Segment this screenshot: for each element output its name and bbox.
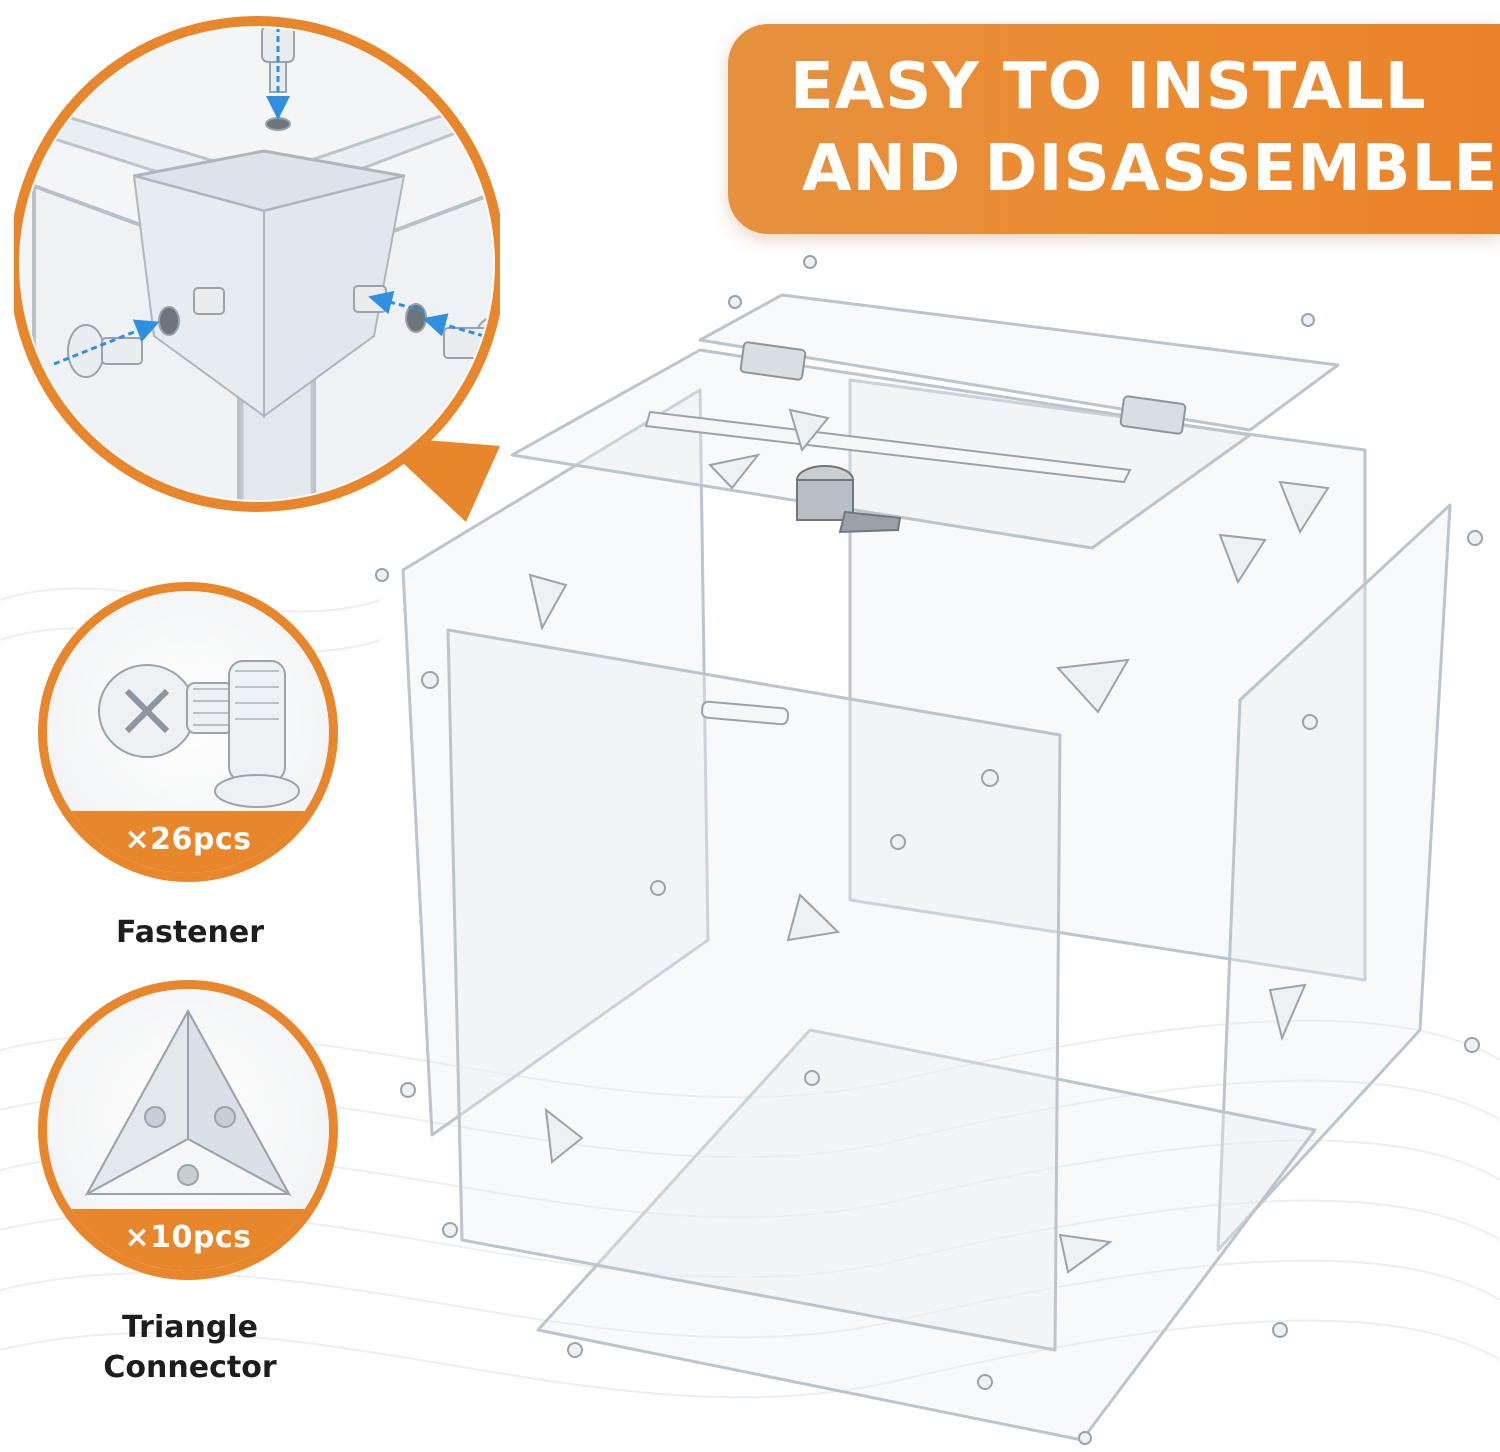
triangle-connector-icon (84, 1008, 292, 1197)
corner-detail-bubble (14, 16, 500, 522)
fastener-part-circle: ×26pcs (38, 582, 338, 882)
headline-line-2: AND DISASSEMBLE (802, 132, 1499, 206)
exploded-acrylic-box-illustration (375, 255, 1483, 1445)
front-panel (446, 628, 1062, 1352)
triangle-connector-label-line-1: Triangle (122, 1310, 258, 1345)
fastener-icon (98, 660, 300, 808)
left-panel (401, 388, 710, 1137)
fastener-label: Fastener (115, 915, 265, 950)
lock-icon (796, 465, 902, 534)
triangle-connector-label-line-2: Connector (103, 1350, 277, 1385)
headline-line-1: EASY TO INSTALL (790, 50, 1427, 124)
bottom-panel (536, 1028, 1317, 1442)
right-panel (1216, 503, 1452, 1252)
triangle-connector-quantity-tag: ×10pcs (47, 1209, 329, 1271)
triangle-connector-part-circle: ×10pcs (38, 980, 338, 1280)
headline-banner: EASY TO INSTALL AND DISASSEMBLE (728, 24, 1500, 234)
triangle-connector-label: Triangle Connector (20, 1308, 360, 1388)
fastener-quantity-tag: ×26pcs (47, 811, 329, 873)
top-lid-rear (698, 293, 1340, 432)
